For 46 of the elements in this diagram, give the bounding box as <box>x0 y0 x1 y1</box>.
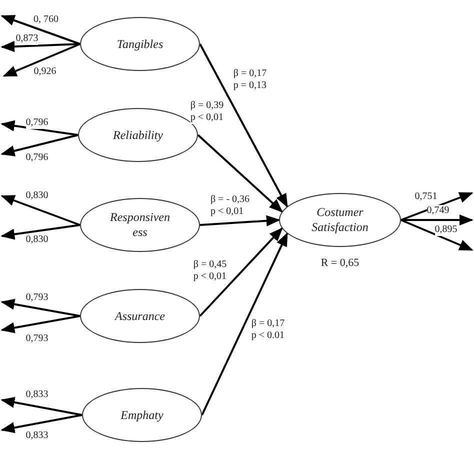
variable-name: Emphaty <box>120 408 164 422</box>
variable-name: Reliability <box>113 128 163 142</box>
edge-label: 0,830 <box>26 190 48 202</box>
arrow <box>201 232 288 416</box>
edge-label: β = 0,39 p < 0,01 <box>190 100 224 124</box>
edge-label: 0,796 <box>26 152 48 164</box>
edge-label: 0,926 <box>34 66 56 78</box>
arrow <box>0 224 80 240</box>
variable-name: Costumer Satisfaction <box>310 205 370 235</box>
edge-label: β = 0,45 p < 0,01 <box>193 259 227 283</box>
arrow <box>0 414 82 434</box>
edge-label: 0, 760 <box>34 14 58 26</box>
latent-variable-ellipse <box>279 193 401 247</box>
edge-label: 0,796 <box>26 117 48 129</box>
arrow <box>0 195 80 226</box>
arrow <box>0 120 78 136</box>
arrow <box>401 214 474 226</box>
arrow <box>197 134 284 213</box>
arrow <box>2 43 80 77</box>
arrow <box>0 134 78 156</box>
arrow <box>200 215 280 226</box>
arrow <box>199 44 288 208</box>
arrow <box>400 192 474 221</box>
arrow <box>199 227 283 317</box>
arrow <box>0 40 80 52</box>
variable-name: Tangibles <box>116 36 164 52</box>
edge-label: β = - 0,36 p < 0,01 <box>210 194 250 218</box>
edge-label: 0,749 <box>426 205 450 217</box>
edge-label: β = 0,17 p = 0,13 <box>233 68 267 92</box>
arrow <box>0 14 80 45</box>
variable-name: Responsiven ess <box>109 210 171 240</box>
edge-label: 0,833 <box>26 430 48 442</box>
edge-label: 0,873 <box>16 33 38 45</box>
edge-label: 0,793 <box>26 292 48 304</box>
edge-label: 0,751 <box>414 191 438 203</box>
arrow <box>0 396 82 416</box>
arrow <box>0 298 80 317</box>
edge-label: 0,830 <box>26 234 48 246</box>
edge-label: 0,895 <box>434 224 458 236</box>
arrow <box>0 315 80 334</box>
edge-label: 0,793 <box>26 333 48 345</box>
arrow <box>400 219 474 251</box>
r-squared-label: R = 0,65 <box>320 257 360 270</box>
edge-label: β = 0,17 p < 0.01 <box>251 318 285 342</box>
variable-name: Assurance <box>115 308 165 324</box>
edge-label: 0,833 <box>26 389 48 401</box>
